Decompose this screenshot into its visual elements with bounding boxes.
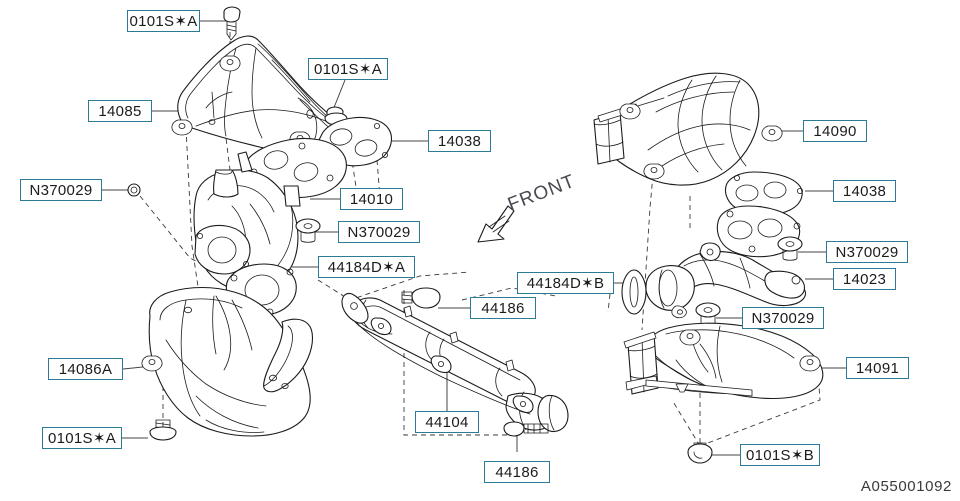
callout-44186-upper[interactable]: 44186 [470, 297, 536, 319]
callout-44184d-a[interactable]: 44184D✶A [318, 256, 415, 278]
callout-n370029-right-lower[interactable]: N370029 [742, 307, 824, 329]
callout-14086a[interactable]: 14086A [48, 358, 123, 380]
callout-n370029-left[interactable]: N370029 [20, 179, 102, 201]
bolt-44186-lower [503, 421, 549, 437]
callout-44104[interactable]: 44104 [415, 411, 479, 433]
nut-n370029-right-lower [695, 302, 721, 327]
bolt-0101s-a-upper [324, 106, 348, 126]
callout-14091[interactable]: 14091 [846, 357, 909, 379]
nut-n370029-right-upper [777, 236, 803, 261]
part-14085-heat-shield [171, 35, 351, 157]
callout-0101s-a-bottom[interactable]: 0101S✶A [42, 427, 122, 449]
callout-0101s-b[interactable]: 0101S✶B [740, 444, 820, 466]
callout-44186-lower[interactable]: 44186 [484, 461, 550, 483]
bolt-0101s-a-bottom [149, 419, 177, 441]
callout-44184d-b[interactable]: 44184D✶B [517, 272, 614, 294]
callout-14038-right[interactable]: 14038 [833, 180, 896, 202]
bolt-44186-upper [401, 287, 441, 309]
part-14090-heat-shield [593, 72, 783, 186]
bolt-0101s-b [687, 442, 713, 464]
nut-n370029-left-manifold [295, 218, 321, 243]
callout-14010[interactable]: 14010 [340, 188, 403, 210]
callout-0101s-a-top[interactable]: 0101S✶A [127, 10, 200, 32]
callout-14085[interactable]: 14085 [88, 100, 152, 122]
front-direction-label: FRONT [505, 170, 579, 216]
diagram-code: A055001092 [860, 478, 952, 495]
callout-0101s-a-upper-mid[interactable]: 0101S✶A [308, 58, 388, 80]
part-14038-gasket-left [317, 116, 393, 167]
nut-n370029-left [127, 183, 141, 197]
assembly-dashed-lines [139, 32, 821, 447]
part-14091-heat-shield [623, 322, 824, 400]
callout-n370029-mid-left[interactable]: N370029 [338, 221, 420, 243]
leader-lines [102, 20, 846, 456]
callout-14038-left[interactable]: 14038 [428, 130, 491, 152]
callout-14023[interactable]: 14023 [833, 268, 896, 290]
part-14086a-heat-shield [141, 287, 314, 437]
callout-n370029-right-upper[interactable]: N370029 [826, 241, 908, 263]
front-direction-arrow [477, 205, 515, 243]
part-14038-gasket-right [724, 171, 804, 216]
bolt-0101s-a-top [223, 6, 241, 41]
callout-14090[interactable]: 14090 [803, 120, 867, 142]
part-44184d-a-gasket [225, 263, 297, 316]
part-14023-manifold-right [621, 205, 807, 319]
